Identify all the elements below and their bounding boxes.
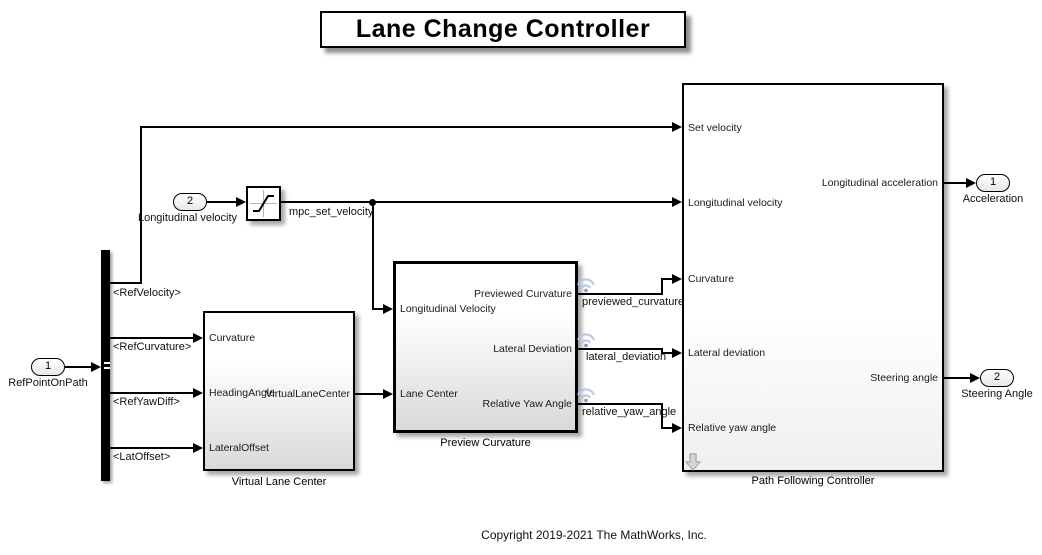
port-label-lane-center: Lane Center bbox=[400, 388, 458, 400]
bus-signal-refcurvature-label: <RefCurvature> bbox=[113, 341, 192, 353]
outport-steering-angle[interactable]: 2 bbox=[980, 369, 1014, 387]
bus-selector[interactable] bbox=[101, 250, 110, 481]
saturation-icon bbox=[250, 190, 277, 217]
arrowhead bbox=[193, 333, 203, 343]
wire-refyawdiff bbox=[110, 392, 194, 394]
port-label-longitudinal-acceleration: Longitudinal acceleration bbox=[821, 177, 938, 189]
arrowhead bbox=[672, 274, 682, 284]
wire-lateral-deviation bbox=[578, 348, 663, 350]
wire-relative-yaw-angle bbox=[661, 427, 673, 429]
signal-logging-wifi-icon[interactable] bbox=[576, 387, 596, 403]
bus-signal-latoffset-label: <LatOffset> bbox=[113, 451, 171, 463]
signal-logging-wifi-icon[interactable] bbox=[576, 277, 596, 293]
wire-relative-yaw-angle bbox=[661, 403, 663, 428]
inport-refpointonpath-label: RefPointOnPath bbox=[8, 377, 88, 389]
arrowhead bbox=[193, 443, 203, 453]
port-label-steering-angle: Steering angle bbox=[870, 372, 938, 384]
inport-refpointonpath[interactable]: 1 bbox=[31, 358, 65, 376]
path-following-controller-name: Path Following Controller bbox=[751, 475, 875, 487]
arrowhead bbox=[383, 389, 393, 399]
wire-port2-to-saturation bbox=[207, 201, 237, 203]
arrowhead bbox=[672, 122, 682, 132]
wire-refvelocity bbox=[140, 126, 672, 128]
port-label-virtuallanecenter: VirtualLaneCenter bbox=[265, 388, 350, 400]
port-label-relative-yaw-angle: Relative yaw angle bbox=[688, 422, 777, 434]
port-label-headingangle: HeadingAngle bbox=[209, 387, 275, 399]
signal-mpc-set-velocity-label: mpc_set_velocity bbox=[289, 206, 374, 218]
bus-signal-refyawdiff-label: <RefYawDiff> bbox=[113, 396, 180, 408]
inport-longitudinal-velocity-label: Longitudinal velocity bbox=[137, 212, 238, 224]
port-label-lateral-deviation: Lateral deviation bbox=[688, 347, 766, 359]
arrowhead bbox=[383, 304, 393, 314]
signal-logging-wifi-icon[interactable] bbox=[576, 332, 596, 348]
port-label-lateral-deviation: Lateral Deviation bbox=[493, 343, 572, 355]
virtual-lane-center-name: Virtual Lane Center bbox=[231, 476, 327, 488]
wire-lateral-deviation bbox=[661, 348, 663, 354]
wire-refvelocity bbox=[110, 282, 141, 284]
bus-signal-refvelocity-label: <RefVelocity> bbox=[113, 287, 181, 299]
wire-latoffset bbox=[110, 447, 194, 449]
port-label-curvature: Curvature bbox=[209, 332, 256, 344]
signal-lateral-deviation-label: lateral_deviation bbox=[586, 351, 667, 363]
arrowhead bbox=[672, 197, 682, 207]
wire-mpc-branch bbox=[372, 308, 384, 310]
arrowhead bbox=[672, 348, 682, 358]
wire-refcurvature bbox=[110, 337, 194, 339]
diagram-title: Lane Change Controller bbox=[320, 11, 686, 48]
arrowhead bbox=[970, 373, 980, 383]
port-label-longitudinal-velocity: Longitudinal Velocity bbox=[400, 303, 496, 315]
saturation-block[interactable] bbox=[246, 186, 281, 221]
port-label-curvature: Curvature bbox=[688, 273, 735, 285]
port-label-lateraloffset: LateralOffset bbox=[209, 442, 269, 454]
arrowhead bbox=[672, 423, 682, 433]
signal-relative-yaw-angle-label: relative_yaw_angle bbox=[582, 406, 677, 418]
wire-previewed-curvature bbox=[661, 278, 663, 294]
expand-down-arrow-icon[interactable] bbox=[684, 452, 702, 472]
path-following-controller-block[interactable] bbox=[682, 83, 944, 472]
wire-steering-out bbox=[944, 377, 971, 379]
wire-virtuallanecenter bbox=[355, 393, 384, 395]
preview-curvature-block[interactable] bbox=[393, 261, 578, 433]
port-label-longitudinal-velocity: Longitudinal velocity bbox=[688, 197, 783, 209]
wire-acceleration-out bbox=[944, 182, 967, 184]
port-label-set-velocity: Set velocity bbox=[688, 122, 742, 134]
arrowhead bbox=[966, 178, 976, 188]
virtual-lane-center-block[interactable] bbox=[203, 311, 355, 471]
bus-selector-mark bbox=[104, 367, 110, 369]
signal-previewed-curvature-label: previewed_curvature bbox=[582, 296, 685, 308]
wire-relative-yaw-angle bbox=[578, 403, 663, 405]
port-label-relative-yaw-angle: Relative Yaw Angle bbox=[482, 398, 572, 410]
arrowhead bbox=[236, 197, 246, 207]
bus-selector-mark bbox=[104, 362, 110, 364]
inport-longitudinal-velocity[interactable]: 2 bbox=[173, 193, 207, 211]
outport-steering-angle-label: Steering Angle bbox=[961, 388, 1033, 400]
preview-curvature-name: Preview Curvature bbox=[440, 437, 531, 449]
wire-refvelocity bbox=[140, 127, 142, 284]
arrowhead bbox=[91, 362, 101, 372]
outport-acceleration-label: Acceleration bbox=[962, 193, 1024, 205]
wire-lateral-deviation bbox=[661, 352, 673, 354]
outport-acceleration[interactable]: 1 bbox=[976, 174, 1010, 192]
port-label-previewed-curvature: Previewed Curvature bbox=[473, 288, 572, 300]
wire-mpc-branch bbox=[372, 202, 374, 309]
wire-mpc-set-velocity bbox=[281, 201, 672, 203]
wire-previewed-curvature bbox=[578, 293, 663, 295]
copyright-text: Copyright 2019-2021 The MathWorks, Inc. bbox=[481, 528, 707, 542]
wire-previewed-curvature bbox=[661, 278, 673, 280]
arrowhead bbox=[193, 388, 203, 398]
wire-refpoint-to-bus bbox=[65, 366, 92, 368]
